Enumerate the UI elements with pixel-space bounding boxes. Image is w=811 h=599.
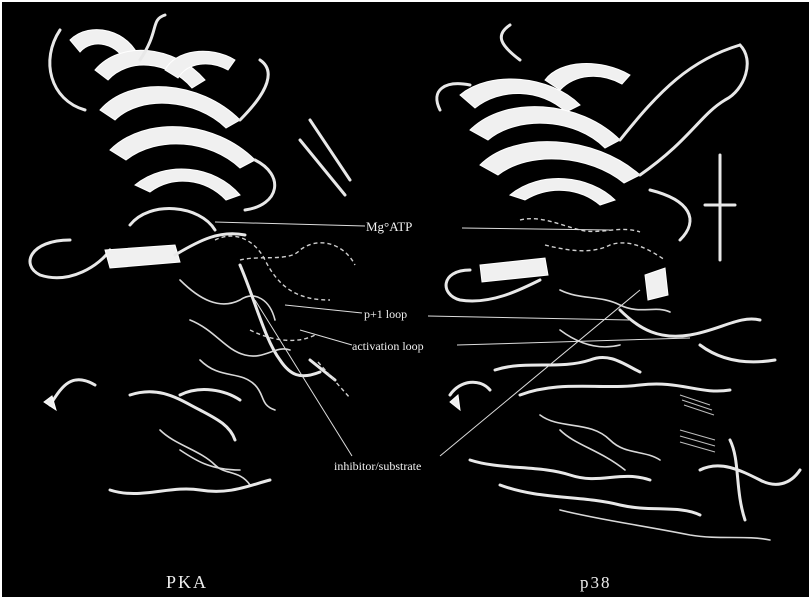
p1-loop-label: p+1 loop (364, 307, 407, 321)
pka-panel-label: PKA (166, 572, 208, 592)
activation-loop-label: activation loop (352, 339, 424, 353)
inhibitor-substrate-label: inhibitor/substrate (334, 459, 421, 473)
p38-panel-label: p38 (580, 573, 612, 592)
mg-atp-label: Mg°ATP (366, 219, 412, 234)
